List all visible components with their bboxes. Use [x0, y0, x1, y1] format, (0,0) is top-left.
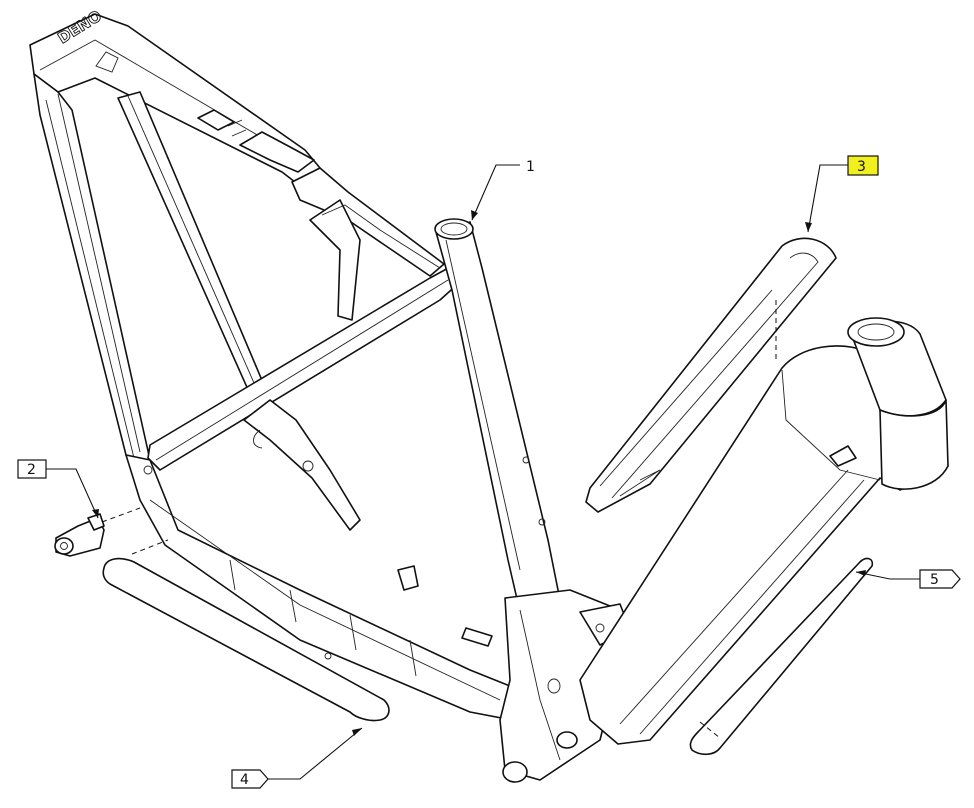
callout-2-label: 2 [27, 462, 36, 478]
callout-4[interactable]: 4 [231, 727, 363, 789]
callout-4-label: 4 [240, 772, 249, 788]
callout-1[interactable]: 1 [471, 159, 535, 221]
battery-cover [585, 237, 837, 513]
callout-5[interactable]: 5 [855, 569, 961, 589]
head-tube [33, 73, 151, 471]
callout-5-label: 5 [930, 572, 939, 588]
callout-3[interactable]: 3 [805, 155, 879, 233]
battery-strip [689, 557, 874, 756]
battery-housing [579, 317, 949, 745]
callout-1-label: 1 [526, 159, 535, 175]
callout-5-flag [919, 569, 961, 589]
bike-frame [29, 13, 641, 783]
callout-4-flag [231, 769, 269, 789]
bracket-part [54, 513, 105, 557]
callout-2[interactable]: 2 [17, 459, 99, 519]
assembly-lines [101, 300, 777, 739]
seat-tube [435, 221, 561, 613]
down-tube-guard [102, 557, 390, 722]
callout-3-label: 3 [857, 159, 866, 175]
